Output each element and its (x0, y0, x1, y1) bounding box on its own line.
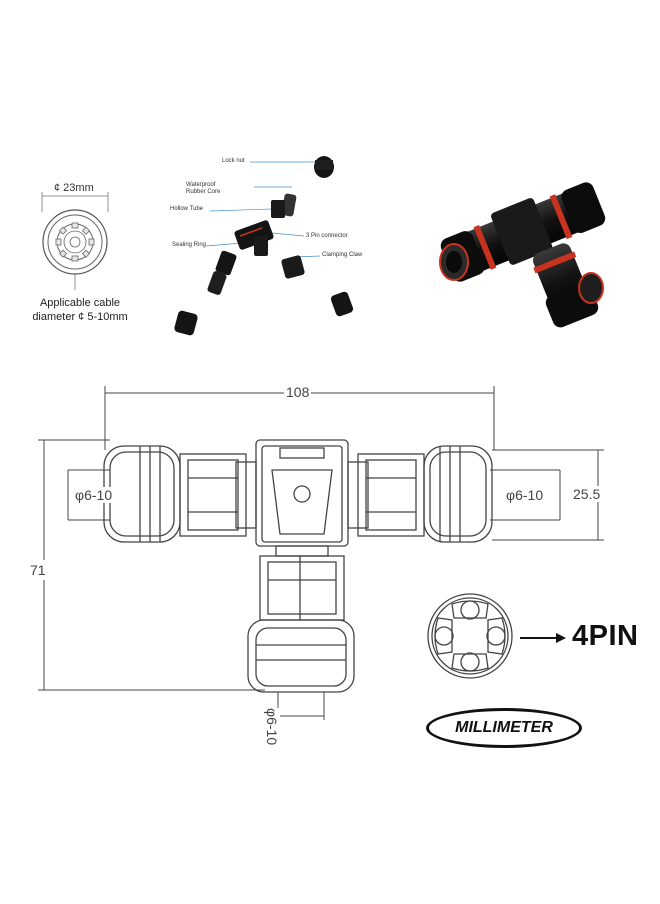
cable-label-line2: diameter ¢ 5-10mm (32, 311, 128, 323)
pin-count-label: 4PIN (572, 620, 639, 652)
diameter-label: ¢ 23mm (54, 182, 94, 194)
unit-badge-text: MILLIMETER (455, 719, 553, 736)
pin-connector-label: 3 Pin connector (306, 233, 348, 239)
side-height-dimension: 25.5 (572, 486, 602, 502)
left-cable-dimension: φ6-10 (74, 487, 114, 503)
waterproof-core-line1: Waterproof (186, 182, 216, 188)
height-dimension: 71 (30, 560, 46, 580)
lock-nut-label: Lock nut (222, 158, 245, 164)
clamping-claw-label: Clamping Claw (322, 252, 363, 258)
unit-badge: MILLIMETER (426, 708, 582, 748)
cable-diameter-label: Applicable cable diameter ¢ 5-10mm (26, 296, 134, 324)
right-cable-dimension: φ6-10 (505, 487, 545, 503)
hollow-tube-label: Hollow Tube (170, 206, 204, 212)
waterproof-core-label: Waterproof Rubber Core (186, 182, 220, 196)
waterproof-core-line2: Rubber Core (186, 189, 221, 195)
cable-label-line1: Applicable cable (39, 297, 121, 309)
width-dimension: 108 (284, 384, 312, 400)
sealing-ring-label: Sealing Ring (172, 242, 207, 248)
bottom-cable-dimension: φ6-10 (264, 708, 280, 746)
